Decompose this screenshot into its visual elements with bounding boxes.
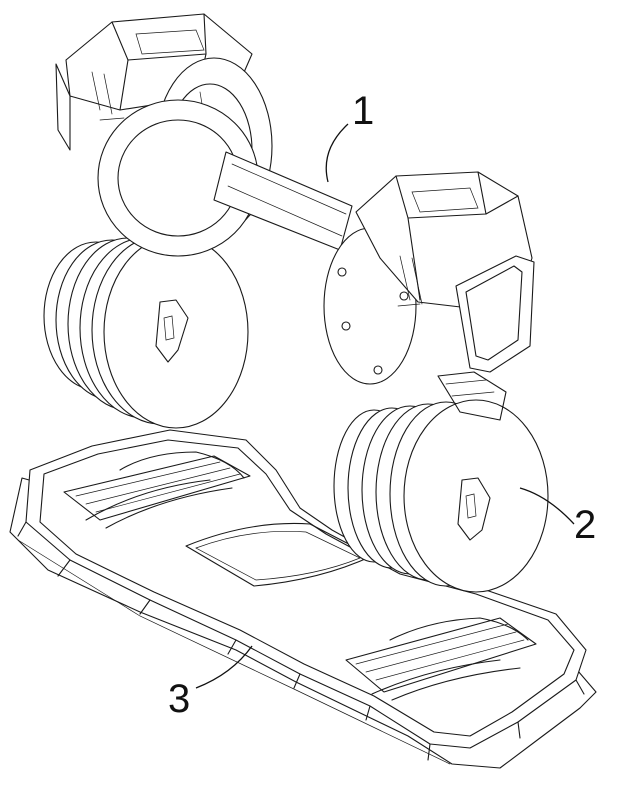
reference-label-1: 1	[352, 89, 374, 133]
right-plate-stack	[333, 371, 549, 593]
leader-line-3	[195, 645, 253, 689]
left-plate-stack	[43, 235, 249, 429]
left-cradle-slots	[63, 451, 251, 529]
reference-label-2: 2	[574, 503, 596, 547]
leader-line-2	[519, 487, 575, 525]
dumbbell-base-stand	[9, 429, 597, 769]
reference-label-3: 3	[168, 677, 190, 721]
right-cradle-slots	[345, 617, 537, 701]
reference-callouts: 1 2 3	[168, 89, 596, 721]
dumbbell-handle-assembly: 10 5	[55, 13, 535, 385]
leader-line-1	[325, 123, 349, 183]
